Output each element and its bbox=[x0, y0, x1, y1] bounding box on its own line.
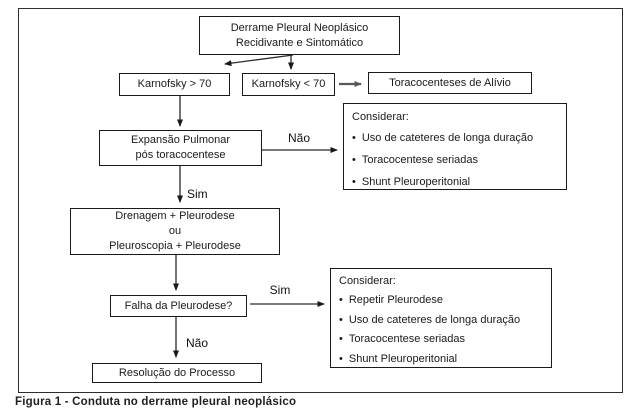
node-karnofsky-low: Karnofsky < 70 bbox=[242, 73, 335, 96]
edge-label-nao-falha: Não bbox=[186, 336, 209, 350]
bullet-icon: • bbox=[339, 352, 343, 365]
node-falha-pleurodese: Falha da Pleurodese? bbox=[110, 295, 247, 317]
list-item-text: Shunt Pleuroperitonial bbox=[348, 352, 458, 365]
node-text-line: Expansão Pulmonar bbox=[130, 134, 231, 146]
node-text-line: pós toracocentese bbox=[135, 149, 226, 161]
node-drenagem-pleurodese: Drenagem + Pleurodese ou Pleuroscopia + … bbox=[70, 208, 280, 255]
node-text-line: ou bbox=[168, 225, 182, 237]
bullet-icon: • bbox=[339, 333, 343, 345]
figure-caption: Figura 1 - Conduta no derrame pleural ne… bbox=[15, 396, 297, 408]
node-considerar-falha-sim: Considerar: • Repetir Pleurodese • Uso d… bbox=[330, 268, 552, 368]
list-item-text: Uso de cateteres de longa duração bbox=[361, 132, 534, 144]
list-item: • Shunt Pleuroperitonial bbox=[352, 171, 562, 189]
node-text-line: Falha da Pleurodese? bbox=[124, 299, 233, 312]
bullet-icon: • bbox=[339, 313, 343, 326]
list-item: • Toracocentese seriadas bbox=[339, 330, 547, 350]
list-item: • Toracocentese seriadas bbox=[352, 149, 562, 171]
node-text-line: Karnofsky > 70 bbox=[137, 78, 212, 90]
node-text-line: Derrame Pleural Neoplásico bbox=[230, 21, 369, 34]
node-karnofsky-high: Karnofsky > 70 bbox=[119, 73, 230, 96]
node-text-line: Karnofsky < 70 bbox=[251, 78, 326, 90]
edge-label-sim-expansao: Sim bbox=[187, 187, 208, 201]
node-resolucao-processo: Resolução do Processo bbox=[92, 363, 262, 383]
node-text-line: Toracocenteses de Alívio bbox=[389, 76, 511, 89]
bullet-icon: • bbox=[352, 176, 356, 188]
node-text-line: Pleuroscopia + Pleurodese bbox=[109, 240, 241, 252]
list-item: • Uso de cateteres de longa duração bbox=[339, 311, 547, 331]
node-text-line: Resolução do Processo bbox=[118, 366, 236, 379]
list-item-text: Toracocentese seriadas bbox=[361, 154, 479, 166]
bullet-icon: • bbox=[352, 154, 356, 166]
list-item-text: Shunt Pleuroperitonial bbox=[361, 176, 471, 188]
list-item: • Repetir Pleurodese bbox=[339, 291, 547, 311]
edge-label-sim-falha: Sim bbox=[269, 283, 291, 297]
node-text-line: Drenagem + Pleurodese bbox=[115, 210, 235, 222]
node-considerar-nao-expansao: Considerar: • Uso de cateteres de longa … bbox=[343, 103, 567, 190]
node-toracocenteses-alivio: Toracocenteses de Alívio bbox=[368, 72, 532, 94]
node-expansao-pulmonar: Expansão Pulmonar pós toracocentese bbox=[99, 130, 262, 166]
bullet-icon: • bbox=[352, 132, 356, 144]
list-item: • Uso de cateteres de longa duração bbox=[352, 127, 562, 149]
list-item-text: Repetir Pleurodese bbox=[348, 294, 444, 306]
node-text-line: Recidivante e Sintomático bbox=[235, 36, 364, 49]
bullet-icon: • bbox=[339, 294, 343, 306]
consider-title: Considerar: bbox=[339, 275, 396, 287]
node-main-derrame: Derrame Pleural Neoplásico Recidivante e… bbox=[199, 16, 400, 55]
list-item-text: Toracocentese seriadas bbox=[348, 333, 466, 345]
consider-title: Considerar: bbox=[352, 111, 409, 123]
list-item-text: Uso de cateteres de longa duração bbox=[348, 313, 521, 326]
edge-label-nao-expansao: Não bbox=[287, 131, 310, 145]
list-item: • Shunt Pleuroperitonial bbox=[339, 350, 547, 368]
